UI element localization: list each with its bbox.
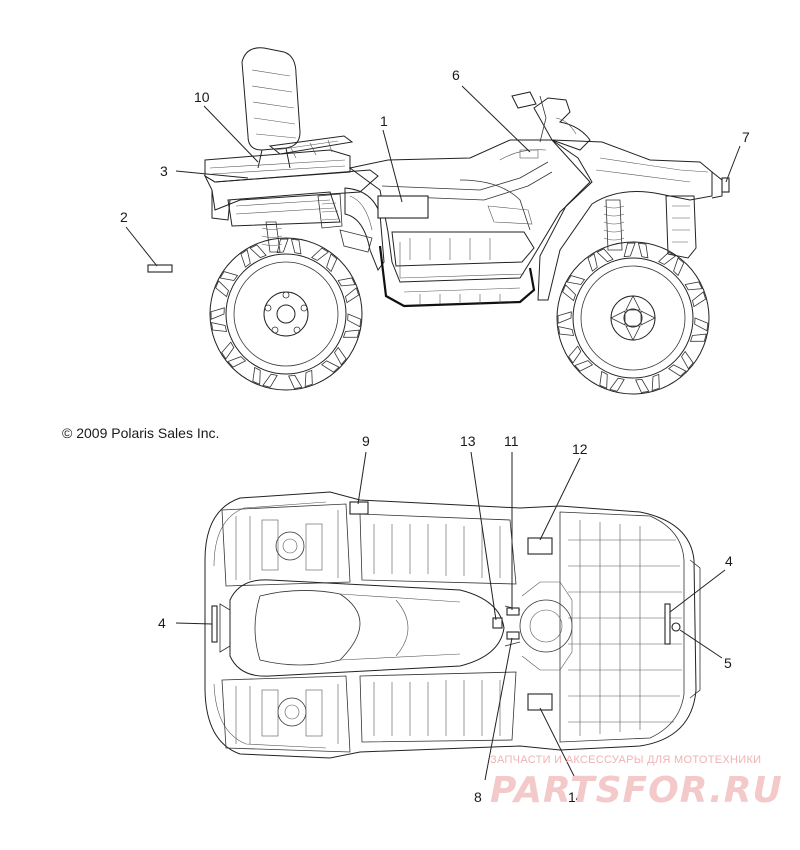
- decals: [147, 149, 730, 711]
- decal-8: [506, 631, 520, 640]
- tread-lug: [342, 329, 360, 338]
- decal-4-right: [664, 603, 671, 645]
- tread-lug: [211, 322, 228, 332]
- floorboards-top: [359, 513, 517, 743]
- atv-side-view: [203, 47, 723, 395]
- tread-lug: [311, 247, 329, 261]
- leader-lines: [125, 85, 741, 781]
- tread-lug: [215, 280, 230, 298]
- tread-lug: [288, 374, 303, 389]
- tread-lug: [684, 281, 703, 291]
- tread-lug: [290, 238, 302, 255]
- main-body: [348, 139, 593, 283]
- tread-lug: [681, 350, 694, 370]
- callout-3: 3: [160, 163, 168, 179]
- tread-lug: [249, 244, 267, 259]
- tread-lug: [574, 360, 594, 372]
- decal-4-left: [211, 605, 218, 643]
- tread-lug: [252, 366, 261, 385]
- callout-14: 14: [568, 789, 584, 805]
- decal-11: [506, 607, 520, 616]
- rear-body: [203, 169, 385, 272]
- seat-top: [219, 579, 505, 677]
- callout-4-right: 4: [725, 553, 733, 569]
- tread-lug: [651, 373, 660, 392]
- tread-lug: [221, 341, 235, 360]
- tread-lug: [658, 251, 676, 265]
- atv-top-view: [204, 491, 701, 759]
- callout-6: 6: [452, 67, 460, 83]
- tread-lug: [219, 271, 239, 281]
- decal-5: [671, 622, 681, 632]
- tread-lug: [692, 291, 707, 308]
- callout-9: 9: [362, 433, 370, 449]
- tread-lug: [347, 313, 362, 328]
- front-rack-top: [559, 511, 701, 743]
- callout-12: 12: [572, 441, 588, 457]
- watermark-subtitle: ЗАПЧАСТИ И АКСЕССУАРЫ ДЛЯ МОТОТЕХНИКИ: [490, 754, 762, 766]
- callout-numbers: 1 2 3 10 6 7 4 4 5 8 9 11 12 13 14: [120, 67, 750, 805]
- decal-7: [721, 177, 730, 193]
- tread-lug: [304, 369, 313, 388]
- tread-lug: [562, 284, 577, 302]
- rear-rack-top: [221, 503, 351, 753]
- tread-lug: [558, 326, 575, 336]
- tread-lug: [321, 360, 340, 373]
- decal-1: [377, 195, 429, 219]
- tread-lug: [557, 311, 572, 324]
- tread-lug: [609, 377, 625, 392]
- tread-lug: [262, 373, 278, 388]
- rear-wheel: [209, 237, 363, 391]
- tread-lug: [635, 378, 650, 393]
- callout-1: 1: [380, 113, 388, 129]
- front-wheel: [556, 241, 710, 395]
- tread-lug: [637, 242, 649, 259]
- decal-6: [519, 149, 539, 159]
- decal-9: [349, 501, 369, 515]
- callout-7: 7: [742, 129, 750, 145]
- tread-lug: [276, 238, 289, 254]
- tread-lug: [599, 370, 608, 389]
- tread-lug: [623, 242, 636, 258]
- tread-lug: [566, 275, 586, 285]
- decal-14: [527, 693, 553, 711]
- tread-lug: [227, 356, 247, 368]
- tread-lug: [334, 346, 347, 366]
- callout-13: 13: [460, 433, 476, 449]
- callout-4-left: 4: [158, 615, 166, 631]
- tread-lug: [668, 364, 687, 377]
- passenger-backrest: [241, 47, 301, 169]
- floorboard: [378, 245, 536, 308]
- tread-lug: [689, 333, 707, 342]
- tread-lug: [596, 248, 614, 263]
- copyright-text: © 2009 Polaris Sales Inc.: [62, 425, 220, 441]
- watermark-logo: PARTSFOR.RU: [490, 770, 783, 811]
- tread-lug: [337, 277, 356, 287]
- callout-8: 8: [474, 789, 482, 805]
- tread-lug: [568, 345, 582, 364]
- callout-5: 5: [724, 655, 732, 671]
- rear-suspension: [261, 221, 373, 253]
- handlebars: [511, 91, 591, 151]
- tread-lug: [694, 317, 709, 332]
- tread-lug: [210, 307, 225, 320]
- callout-2: 2: [120, 209, 128, 225]
- callout-10: 10: [194, 89, 210, 105]
- rear-rack: [204, 135, 354, 183]
- tread-lug: [240, 249, 251, 268]
- handlebar-top: [504, 581, 573, 671]
- callout-11: 11: [504, 433, 519, 449]
- tread-lug: [587, 253, 598, 272]
- tread-lug: [345, 287, 360, 304]
- tread-lug: [673, 257, 685, 277]
- tread-lug: [326, 253, 338, 273]
- decal-13: [492, 617, 503, 629]
- decal-12: [527, 537, 553, 555]
- decal-2: [147, 264, 173, 273]
